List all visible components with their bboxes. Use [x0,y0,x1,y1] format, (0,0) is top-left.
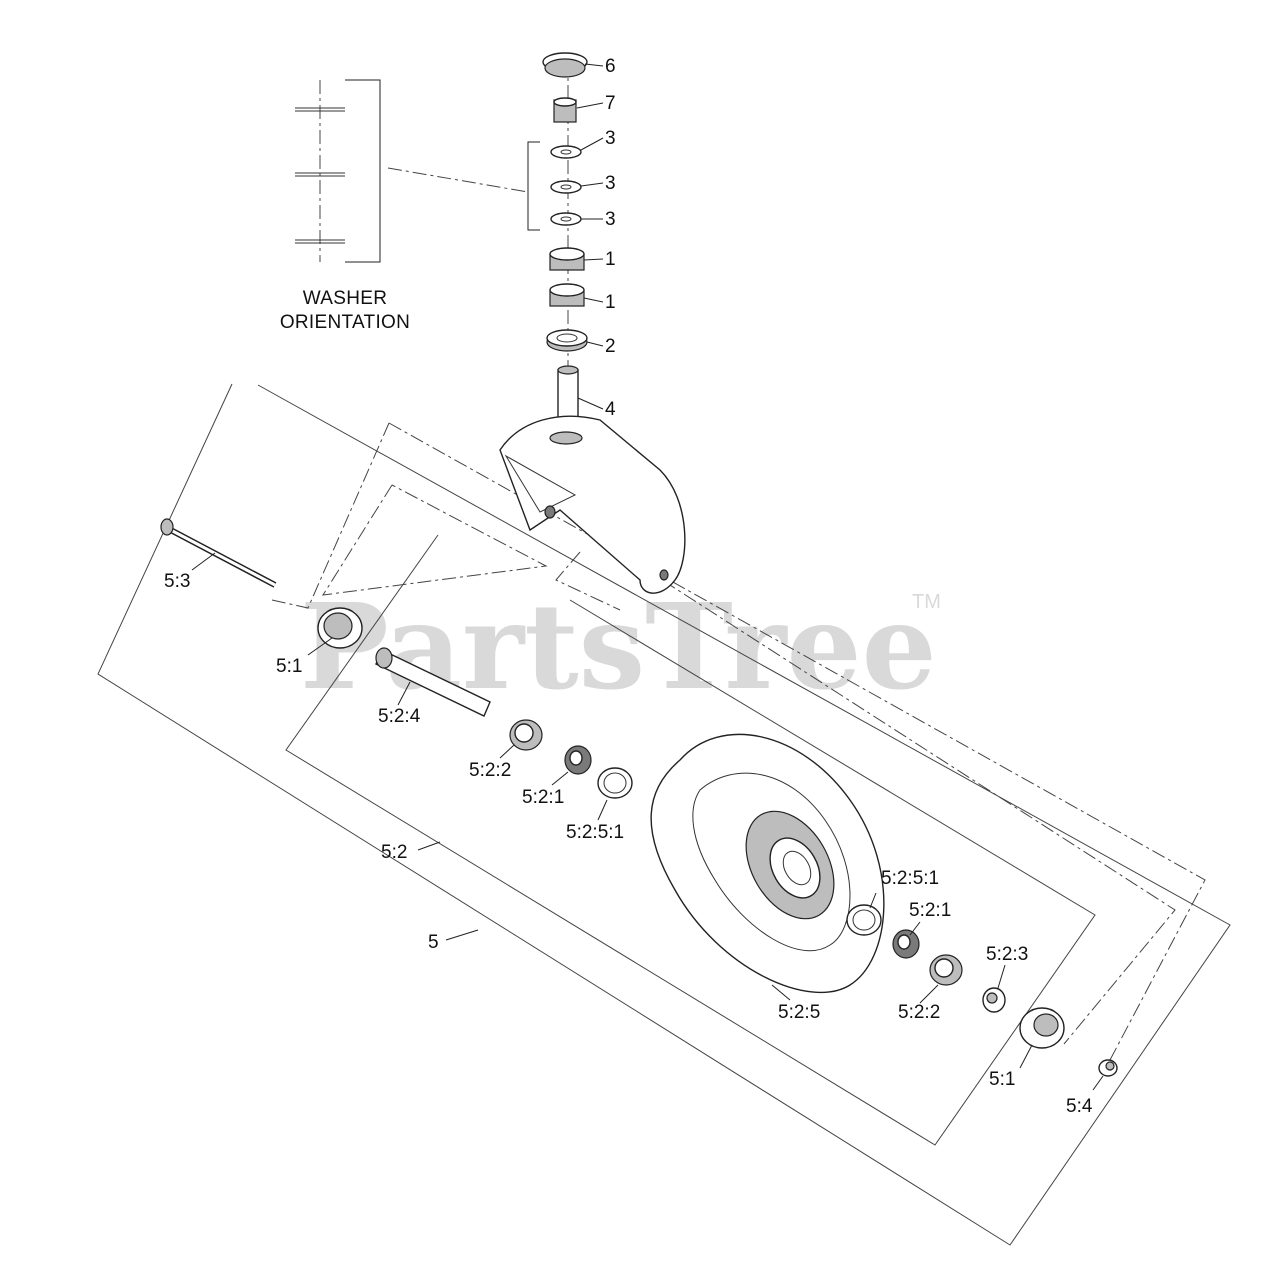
locknut-part [553,97,577,123]
callout-6: 6 [605,56,616,77]
callout-5-2: 5:2 [381,842,407,863]
callout-5-2-5: 5:2:5 [778,1002,820,1023]
leader-lines [191,63,1104,1091]
wheel-tire-part [650,733,885,994]
cone-bearing-part [549,247,585,307]
seal-right-part [846,904,882,936]
locknut-right-part [1098,1059,1118,1077]
callout-3-a: 3 [605,128,616,149]
callout-5-2-5-1-left: 5:2:5:1 [566,822,624,843]
seal-left-part [597,767,633,799]
callout-5: 5 [428,932,439,953]
bearing-cup-right-part [929,954,963,986]
callout-1-a: 1 [605,249,616,270]
dust-cap-part [542,52,588,78]
callout-3-c: 3 [605,209,616,230]
callout-5-2-1-right: 5:2:1 [909,900,951,921]
watermark-text: PartsTree [300,577,937,716]
bearing-spacer-part [982,987,1006,1013]
callout-2: 2 [605,336,616,357]
cone-bearing-right-part [892,929,920,959]
callout-4: 4 [605,399,616,420]
washer-stack-part [527,141,582,231]
callout-3-b: 3 [605,173,616,194]
callout-5-3: 5:3 [164,571,190,592]
callout-5-4: 5:4 [1066,1096,1093,1117]
bearing-cup-part [546,329,588,352]
callout-1-b: 1 [605,292,616,313]
callout-5-1-right: 5:1 [989,1069,1015,1090]
axle-bolt-part [160,518,277,588]
callout-5-2-2-left: 5:2:2 [469,760,511,781]
washer-orientation-line2: ORIENTATION [280,312,410,333]
bearing-cup-left-part [509,719,543,751]
callout-5-2-1-left: 5:2:1 [522,787,564,808]
bearing-tube-part [375,647,491,717]
assembly-box-5-2 [285,534,1096,1146]
callout-5-2-3: 5:2:3 [986,944,1028,965]
cone-bearing-left-part [564,745,592,775]
callout-5-2-5-1-right: 5:2:5:1 [881,868,939,889]
spacer-left-part [317,607,363,649]
washer-orientation-inset: WASHER ORIENTATION [280,79,529,333]
watermark-trademark: TM [912,591,941,613]
callout-7: 7 [605,93,616,114]
assembly-box-5 [97,383,1231,1246]
callout-5-2-2-right: 5:2:2 [898,1002,940,1023]
callouts: 6 7 3 3 3 1 1 2 4 5:3 5:1 5:2:4 5:2:2 5:… [164,56,1093,1117]
callout-5-1-left: 5:1 [276,656,302,677]
washer-orientation-line1: WASHER [303,288,388,309]
spacer-right-part [1019,1007,1065,1049]
caster-fork-part [499,415,686,594]
callout-5-2-4: 5:2:4 [378,706,421,727]
